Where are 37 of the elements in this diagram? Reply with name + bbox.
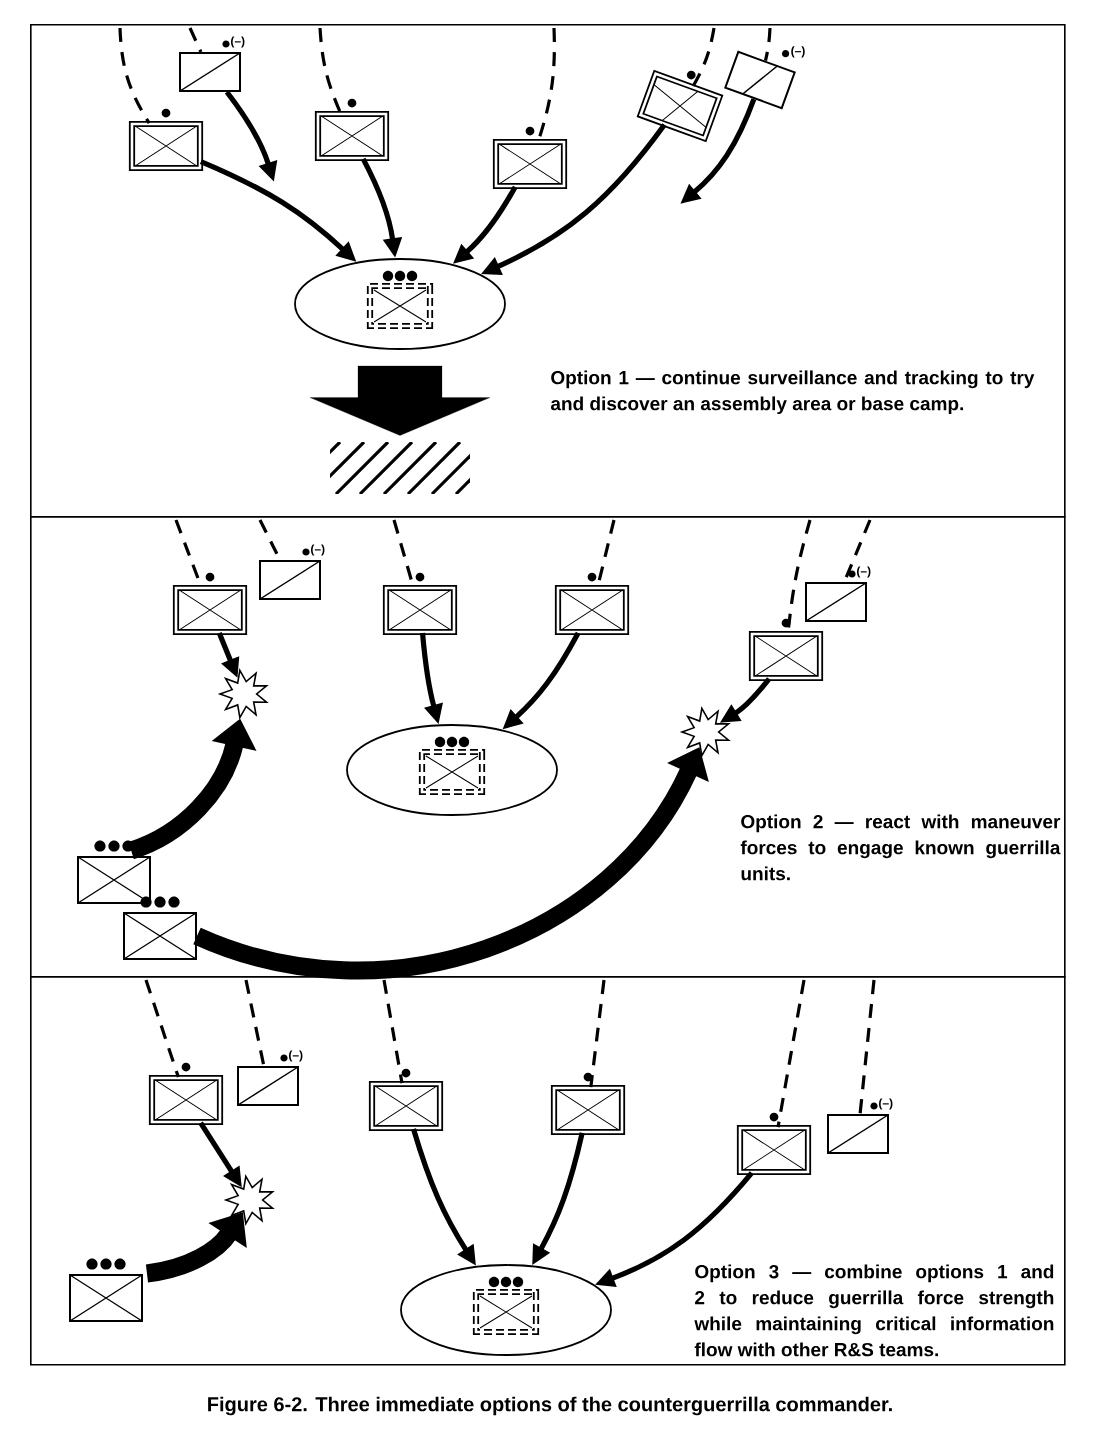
route-line xyxy=(244,979,266,1067)
unit-symbol xyxy=(736,1112,812,1176)
route-line xyxy=(786,519,812,634)
unit-symbol xyxy=(172,572,248,636)
unit-symbol xyxy=(368,1068,444,1132)
route-line xyxy=(188,27,203,53)
unit-symbol xyxy=(128,108,204,172)
option-text: Option 2 — react with maneuver forces to engage known guerrilla units. xyxy=(740,814,1061,881)
unit-symbol xyxy=(69,1258,143,1322)
unit-symbol xyxy=(550,1072,626,1136)
unit-symbol xyxy=(314,98,390,162)
unit-symbol xyxy=(554,572,630,636)
unit-symbol xyxy=(748,618,824,682)
unit-symbol xyxy=(492,126,568,190)
route-line xyxy=(536,27,556,142)
unit-symbol xyxy=(382,572,458,636)
route-line xyxy=(318,27,343,114)
route-line xyxy=(842,519,872,583)
base-camp-hatching xyxy=(330,442,470,494)
block-arrow xyxy=(309,365,491,436)
route-line xyxy=(763,27,772,62)
route-line xyxy=(382,979,404,1084)
option-text: Option 3 — combine options 1 and 2 to reduce guerrilla force strength while maintaining critical information flow with other R&S teams. xyxy=(694,1264,1054,1357)
route-line xyxy=(589,979,606,1088)
unit-symbol xyxy=(77,840,151,904)
route-line xyxy=(118,27,151,124)
option-text: Option 1 — continue surveillance and tracking to try and discover an assembly area or base camp. xyxy=(550,370,1035,415)
route-line xyxy=(776,979,806,1128)
unit-symbol xyxy=(148,1062,224,1126)
route-line xyxy=(144,979,180,1078)
assembly-area xyxy=(294,258,506,350)
route-line xyxy=(691,27,716,88)
caption: Figure 6-2. Three immediate options of the counterguerrilla commander. xyxy=(208,1396,892,1416)
unit-symbol xyxy=(123,896,197,960)
assembly-area xyxy=(346,724,558,816)
assembly-area xyxy=(400,1264,612,1356)
route-line xyxy=(858,979,876,1115)
